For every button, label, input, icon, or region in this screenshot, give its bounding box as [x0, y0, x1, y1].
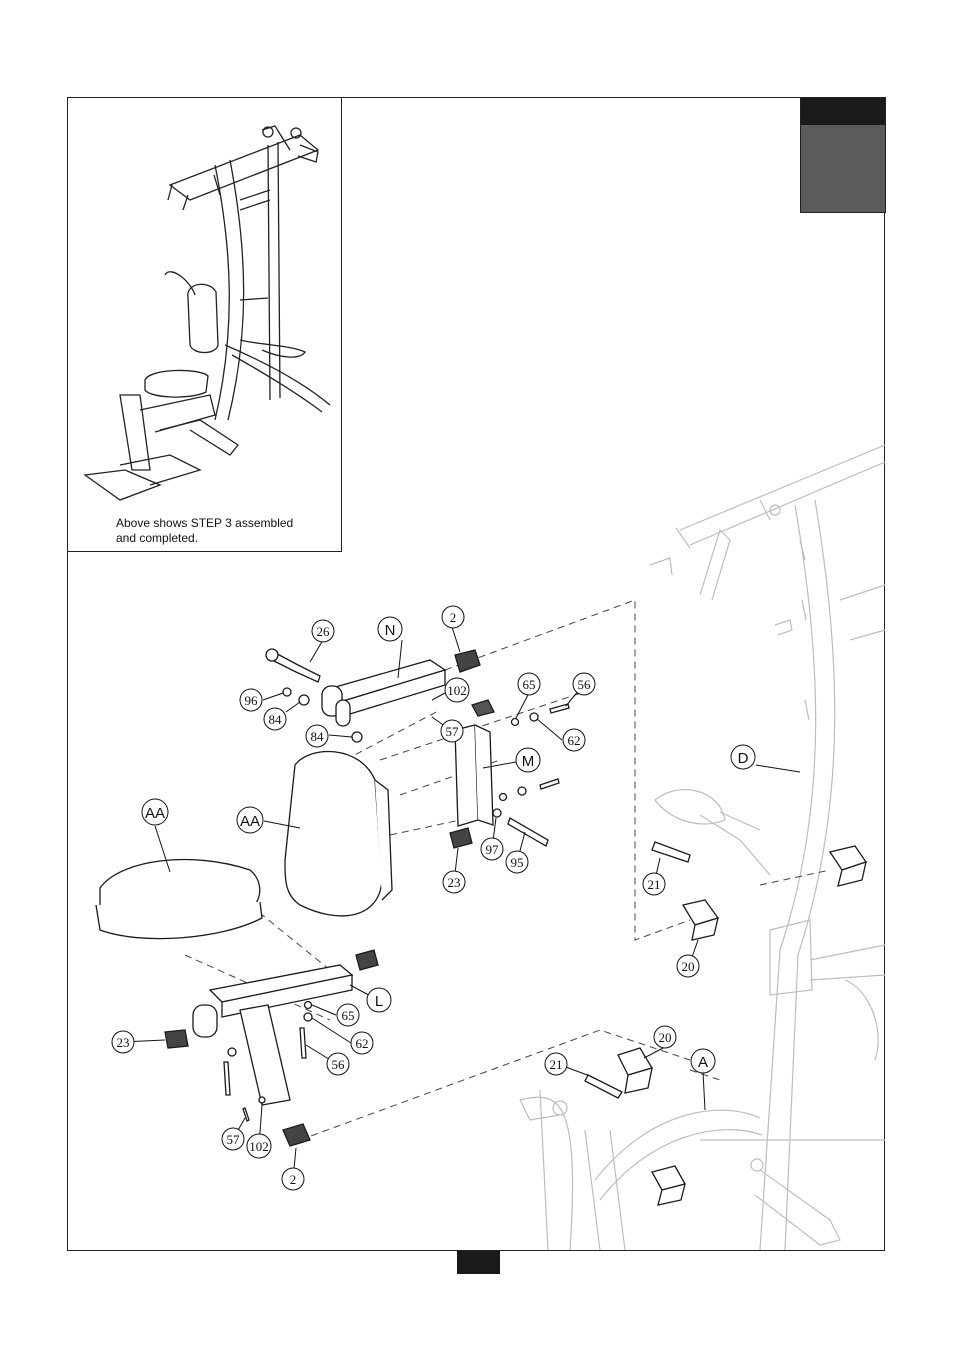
- callout-l: L: [366, 987, 392, 1013]
- callout-d: D: [730, 744, 756, 770]
- end-cap-23: [449, 827, 473, 849]
- svg-text:96: 96: [245, 693, 259, 708]
- callout-96: 96: [239, 688, 263, 712]
- callout-97: 97: [480, 837, 504, 861]
- svg-text:23: 23: [117, 1035, 130, 1050]
- dashed-guides: [184, 599, 831, 1141]
- svg-text:2: 2: [290, 1172, 297, 1187]
- callout-20-bottom: 20: [653, 1025, 677, 1049]
- svg-text:21: 21: [550, 1057, 563, 1072]
- svg-text:95: 95: [511, 855, 524, 870]
- callout-23-top: 23: [442, 870, 466, 894]
- callout-65-bottom: 65: [336, 1003, 360, 1027]
- bolt-21b: [584, 1074, 623, 1099]
- svg-text:62: 62: [568, 733, 581, 748]
- inset-assembled-machine: [83, 125, 331, 501]
- callout-65-top: 65: [517, 672, 541, 696]
- svg-text:AA: AA: [240, 813, 260, 830]
- svg-text:20: 20: [659, 1030, 672, 1045]
- leader-lines: [122, 626, 801, 1180]
- callout-102-top: 102: [444, 677, 470, 703]
- inset-caption-line1: Above shows STEP 3 assembled: [116, 516, 293, 530]
- svg-text:M: M: [522, 753, 535, 770]
- svg-text:23: 23: [448, 875, 461, 890]
- step-tab-header: [801, 98, 885, 125]
- callout-84-b: 84: [305, 724, 329, 748]
- inset-caption-line2: and completed.: [116, 531, 198, 545]
- end-cap-2: [454, 649, 481, 673]
- part-l-leg: [239, 1004, 291, 1106]
- svg-text:102: 102: [447, 683, 467, 698]
- callout-aa-back: AA: [236, 806, 264, 834]
- page-frame: [67, 97, 885, 1251]
- svg-text:84: 84: [269, 712, 283, 727]
- svg-text:D: D: [738, 750, 749, 767]
- callout-102-bottom: 102: [246, 1133, 272, 1159]
- bolt-21: [651, 841, 691, 863]
- callout-56-bottom: 56: [326, 1052, 350, 1076]
- back-pad-aa: [284, 750, 383, 917]
- svg-text:97: 97: [486, 842, 500, 857]
- svg-text:56: 56: [332, 1057, 346, 1072]
- svg-text:102: 102: [249, 1139, 269, 1154]
- svg-text:84: 84: [311, 729, 325, 744]
- washer-84b: [351, 731, 363, 743]
- svg-text:L: L: [375, 993, 383, 1010]
- callout-26: 26: [311, 619, 335, 643]
- callout-20-right: 20: [676, 954, 700, 978]
- callout-2-top: 2: [441, 605, 465, 629]
- svg-text:65: 65: [523, 677, 536, 692]
- washer-84: [298, 694, 310, 706]
- svg-text:AA: AA: [145, 805, 165, 822]
- bolt-95: [507, 817, 549, 847]
- parts: [95, 648, 868, 1206]
- callout-aa-seat: AA: [141, 798, 169, 826]
- page-number-tab: [457, 1251, 500, 1274]
- callout-57-top: 57: [440, 719, 464, 743]
- callout-95: 95: [505, 850, 529, 874]
- ghost-machine-frame: [519, 444, 886, 1251]
- callout-21-bottom: 21: [544, 1052, 568, 1076]
- callout-m: M: [515, 747, 541, 773]
- callout-84-a: 84: [263, 707, 287, 731]
- callout-21-right: 21: [642, 872, 666, 896]
- svg-text:A: A: [698, 1054, 708, 1071]
- callout-2-bottom: 2: [281, 1167, 305, 1191]
- callout-bubbles: 26 N 2 96 84 84 102 57 65 56 62 M 97 95 …: [111, 605, 756, 1191]
- svg-text:65: 65: [342, 1008, 355, 1023]
- callout-56-top: 56: [572, 672, 596, 696]
- svg-text:57: 57: [446, 724, 460, 739]
- svg-text:62: 62: [356, 1036, 369, 1051]
- callout-a: A: [690, 1048, 716, 1074]
- nut-96: [282, 687, 292, 697]
- callout-57-bottom: 57: [221, 1127, 245, 1151]
- svg-text:56: 56: [578, 677, 592, 692]
- callout-62-bottom: 62: [350, 1031, 374, 1055]
- svg-text:2: 2: [450, 610, 457, 625]
- svg-text:26: 26: [317, 624, 331, 639]
- svg-text:57: 57: [227, 1132, 241, 1147]
- svg-text:20: 20: [682, 959, 695, 974]
- inset-box: [67, 97, 342, 552]
- step-tab: [800, 97, 886, 213]
- callout-23-bottom: 23: [111, 1030, 135, 1054]
- svg-text:21: 21: [648, 877, 661, 892]
- svg-text:N: N: [385, 622, 396, 639]
- callout-62-top: 62: [562, 728, 586, 752]
- callout-n: N: [377, 616, 403, 642]
